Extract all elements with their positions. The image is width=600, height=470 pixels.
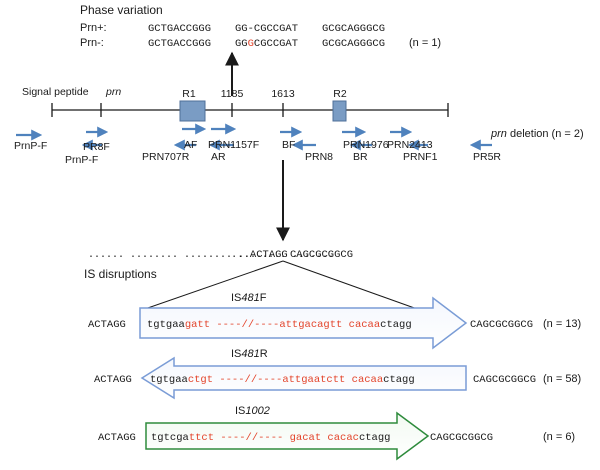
primer-label: PrnP-F — [65, 154, 98, 166]
prn-deletion-label: prn deletion (n = 2) — [490, 128, 584, 140]
region-r1-box — [179, 100, 206, 122]
is-seq-red: gatt ----//----attgacagtt cacaa — [185, 319, 380, 331]
is481f-label: IS481F — [231, 292, 267, 304]
prn-gene-label: prn — [105, 86, 121, 98]
is-label-prefix: IS — [231, 292, 241, 304]
phase-seq-mid: GG-CGCCGAT — [235, 23, 298, 35]
phase-seq-right: GCGCAGGGCG — [322, 38, 385, 50]
is-seq-black: tgtgaa — [150, 374, 188, 386]
is481r-right-flank: CAGCGCGGCG — [473, 374, 536, 386]
is481f-sequence: tgtgaagatt ----//----attgacagtt cacaacta… — [147, 319, 412, 331]
is-label-prefix: IS — [235, 405, 245, 417]
signal-peptide-label: Signal peptide — [22, 86, 89, 98]
primer-label: PRN707R — [142, 151, 190, 163]
primer-label: BR — [353, 151, 368, 163]
is-label-suffix: R — [260, 348, 268, 360]
primer-arrows — [16, 123, 492, 151]
prn-deletion-count: deletion (n = 2) — [507, 128, 584, 140]
is-seq-red: ctgt ----//----attgaatctt cacaa — [188, 374, 383, 386]
phase-seq-mid: GGGCGCCGAT — [235, 38, 298, 50]
phase-row-label: Prn-: — [80, 37, 104, 49]
is481r-arrow — [140, 356, 467, 400]
is481r-left-flank: ACTAGG — [94, 374, 132, 386]
is-label-number: 481 — [241, 348, 259, 360]
junction-dots: ...... ........ ........ ........ ......… — [88, 250, 334, 261]
is481f-left-flank: ACTAGG — [88, 319, 126, 331]
is-seq-red: ttct ----//---- gacat cacac — [189, 432, 359, 444]
phase-count: (n = 1) — [409, 37, 441, 49]
phase-seq-mid-variant: G — [248, 38, 254, 50]
primer-label: PRN2413 — [387, 139, 433, 151]
is-seq-black: tgtgaa — [147, 319, 185, 331]
region-r1-label: R1 — [182, 88, 196, 100]
primer-label: PRN1976 — [343, 139, 389, 151]
phase-seq-left: GCTGACCGGG — [148, 38, 211, 50]
is-disruptions-title: IS disruptions — [84, 267, 157, 281]
is1002-count: (n = 6) — [543, 431, 575, 443]
phase-seq-mid-a: GG- — [235, 23, 254, 35]
phase-seq-mid-b: CGCCGAT — [254, 38, 298, 50]
phase-seq-right: GCGCAGGGCG — [322, 23, 385, 35]
position-1613-label: 1613 — [271, 88, 295, 100]
phase-seq-mid-a: GG — [235, 38, 248, 50]
is1002-sequence: tgtcgattct ----//---- gacat cacacctagg — [151, 432, 390, 444]
is-label-number: 481 — [241, 292, 259, 304]
is481r-label: IS481R — [231, 348, 268, 360]
is-label-suffix: F — [260, 292, 267, 304]
is481f-right-flank: CAGCGCGGCG — [470, 319, 533, 331]
primer-label: PR8F — [83, 141, 110, 153]
is1002-label: IS1002 — [235, 405, 270, 417]
is481f-arrow — [139, 296, 468, 350]
position-1185-label: 1185 — [221, 88, 244, 100]
is481r-sequence: tgtgaactgt ----//----attgaatctt cacaacta… — [150, 374, 415, 386]
primer-label: PRNF1 — [403, 151, 438, 163]
phase-seq-mid-b: CGCCGAT — [254, 23, 298, 35]
primer-label: BF — [282, 139, 295, 151]
primer-label: AR — [211, 151, 226, 163]
phase-variation-title: Phase variation — [80, 3, 163, 17]
is-label-prefix: IS — [231, 348, 241, 360]
is481r-count: (n = 58) — [543, 373, 581, 385]
expansion-line-left — [141, 260, 284, 311]
expansion-line-right — [282, 260, 421, 311]
junction-left-seq: ...ACTAGG — [231, 249, 288, 261]
is1002-arrow — [145, 411, 430, 461]
is-seq-black: tgtcga — [151, 432, 189, 444]
primer-label: PRN1157F — [208, 139, 259, 151]
phase-seq-left: GCTGACCGGG — [148, 23, 211, 35]
is-seq-black: ctagg — [380, 319, 412, 331]
phase-row-label: Prn+: — [80, 22, 107, 34]
primer-label: PRN8 — [305, 151, 333, 163]
primer-labels: PrnP-F PR8F AF PRN1157F BF PRN1976 PRN24… — [14, 139, 501, 166]
is1002-left-flank: ACTAGG — [98, 432, 136, 444]
region-r2-label: R2 — [333, 88, 347, 100]
prn-deletion-gene: prn — [490, 128, 507, 140]
is-seq-black: ctagg — [359, 432, 391, 444]
primer-label: AF — [184, 139, 197, 151]
junction-right-seq: CAGCGCGGCG — [290, 249, 353, 261]
phase-row-prn-minus: Prn-: GCTGACCGGG GGGCGCCGAT GCGCAGGGCG (… — [80, 37, 441, 50]
is1002-right-flank: CAGCGCGGCG — [430, 432, 493, 444]
is481f-count: (n = 13) — [543, 318, 581, 330]
is-label-number: 1002 — [245, 405, 269, 417]
primer-label: PR5R — [473, 151, 501, 163]
is-seq-black: ctagg — [383, 374, 415, 386]
region-r2-box — [332, 100, 347, 122]
phase-row-prn-plus: Prn+: GCTGACCGGG GG-CGCCGAT GCGCAGGGCG — [80, 22, 385, 35]
primer-label: PrnP-F — [14, 140, 47, 152]
